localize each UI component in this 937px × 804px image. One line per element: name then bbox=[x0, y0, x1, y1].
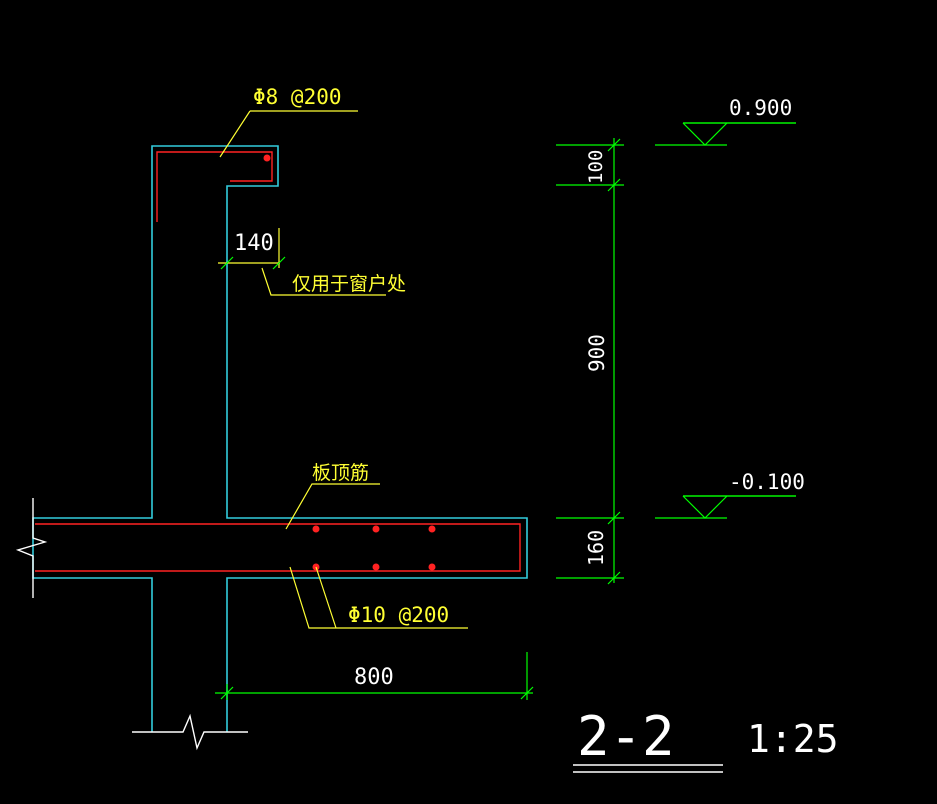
elevation-bottom-label: -0.100 bbox=[729, 470, 805, 494]
dim-tick bbox=[220, 686, 234, 700]
top-rebar-label: Φ8 @200 bbox=[253, 85, 342, 109]
rebar-dot bbox=[263, 154, 271, 162]
dim-160-label: 160 bbox=[584, 530, 608, 566]
section-scale: 1:25 bbox=[747, 717, 839, 761]
rebar-dot bbox=[312, 525, 320, 533]
break-lines bbox=[15, 498, 248, 751]
rebar-dot bbox=[372, 563, 380, 571]
dim-tick bbox=[607, 571, 621, 585]
dim-tick bbox=[607, 178, 621, 192]
elevation-top-label: 0.900 bbox=[729, 96, 792, 120]
leader-lines bbox=[218, 110, 468, 629]
leader-bottom-rebar bbox=[289, 566, 468, 629]
section-label: 2-2 bbox=[577, 705, 675, 768]
dim-140-label: 140 bbox=[234, 231, 274, 256]
leader-bottom-rebar-2 bbox=[315, 566, 337, 629]
leader-slab-top bbox=[285, 483, 380, 530]
slab-top-rebar bbox=[35, 523, 521, 572]
dim-900-label: 900 bbox=[585, 334, 609, 372]
elev-bottom-symbol bbox=[682, 495, 796, 519]
dim-800-label: 800 bbox=[354, 665, 394, 690]
elev-triangles bbox=[682, 122, 796, 519]
break-line-bottom bbox=[132, 713, 248, 751]
dim-100-label: 100 bbox=[585, 150, 607, 184]
rebar-dot bbox=[428, 525, 436, 533]
title-underline bbox=[573, 764, 723, 773]
rebar-dot bbox=[372, 525, 380, 533]
bottom-rebar-label: Φ10 @200 bbox=[348, 603, 449, 627]
dim-tick bbox=[520, 686, 534, 700]
elev-top-symbol bbox=[682, 122, 796, 146]
rebar-dots bbox=[263, 154, 436, 571]
outline-left-wall bbox=[32, 145, 528, 732]
dim-140-tick bbox=[272, 256, 286, 270]
leader-window-note bbox=[261, 267, 386, 296]
dim-tick bbox=[607, 511, 621, 525]
dim-140-tick bbox=[220, 256, 234, 270]
slab-top-bar-label: 板顶筋 bbox=[312, 462, 369, 484]
upstand-rebar bbox=[156, 151, 273, 222]
rebar-dot bbox=[428, 563, 436, 571]
leader-top-rebar-diagonal bbox=[219, 110, 251, 158]
window-note-label: 仅用于窗户处 bbox=[292, 273, 406, 295]
break-line-left bbox=[15, 498, 48, 598]
dimension-lines bbox=[215, 122, 796, 700]
concrete-outline bbox=[32, 145, 528, 732]
rebar-group bbox=[35, 151, 521, 572]
dim-tick bbox=[607, 138, 621, 152]
